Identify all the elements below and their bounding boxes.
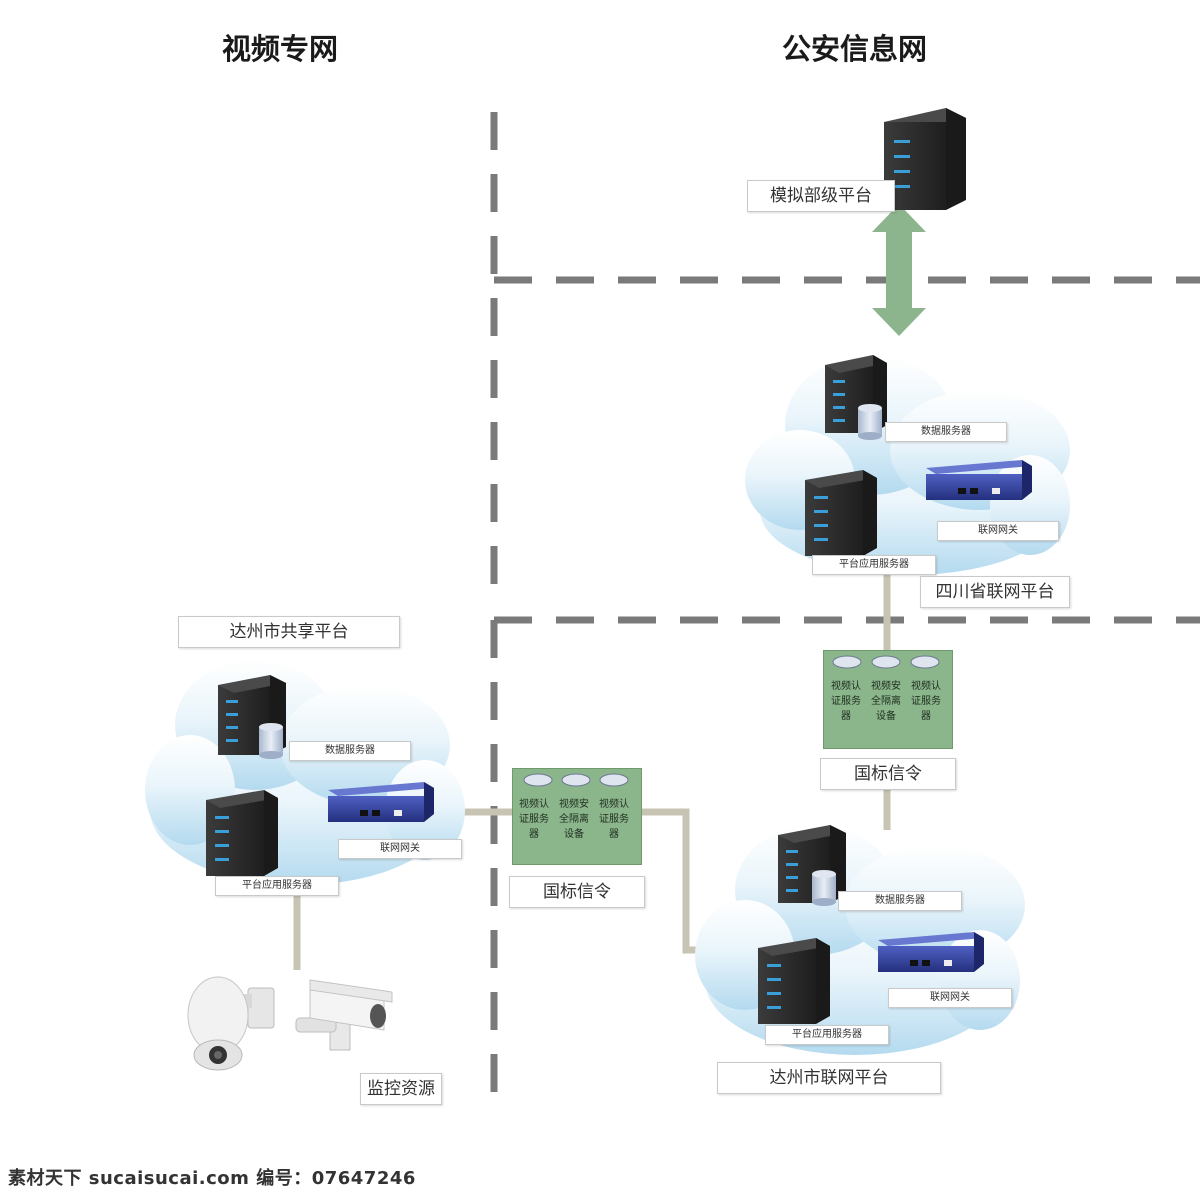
- gateway-net: [878, 932, 984, 972]
- dazhou-net-platform-label: 达州市联网平台: [717, 1062, 941, 1094]
- server-sichuan-app: [805, 470, 877, 556]
- net-gateway-label: 联网网关: [888, 988, 1012, 1008]
- panel-right-col-3: 视频认证服务器: [911, 681, 941, 722]
- dome-camera-icon: [187, 976, 275, 1071]
- panel-left-col-2: 视频安全隔离设备: [559, 799, 589, 840]
- server-net-app: [758, 938, 830, 1024]
- server-net-data: [778, 825, 846, 906]
- gateway-share: [328, 782, 434, 822]
- server-sichuan-data: [825, 355, 887, 440]
- share-app-server-label: 平台应用服务器: [215, 876, 339, 896]
- server-share-app: [206, 790, 278, 876]
- server-share-data: [218, 675, 286, 759]
- sichuan-app-server-label: 平台应用服务器: [812, 555, 936, 575]
- signal-label-right: 国标信令: [820, 758, 956, 790]
- sichuan-platform-label: 四川省联网平台: [920, 576, 1070, 608]
- monitoring-resources-label: 监控资源: [360, 1073, 442, 1105]
- bullet-camera-icon: [295, 979, 393, 1051]
- panel-right-col-1: 视频认证服务器: [831, 681, 861, 722]
- watermark-text: 素材天下 sucaisucai.com 编号：07647246: [8, 1168, 416, 1189]
- sichuan-gateway-label: 联网网关: [937, 521, 1059, 541]
- ministry-platform-label: 模拟部级平台: [747, 180, 895, 212]
- gateway-sichuan: [926, 460, 1032, 500]
- panel-left-col-1: 视频认证服务器: [519, 799, 549, 840]
- signal-label-left: 国标信令: [509, 876, 645, 908]
- dazhou-share-platform-label: 达州市共享平台: [178, 616, 400, 648]
- zone-title-police-net: 公安信息网: [782, 32, 928, 66]
- panel-left-col-3: 视频认证服务器: [599, 799, 629, 840]
- zone-title-video-net: 视频专网: [222, 32, 339, 66]
- double-arrow: [872, 204, 926, 336]
- panel-right-col-2: 视频安全隔离设备: [871, 681, 901, 722]
- sichuan-data-server-label: 数据服务器: [885, 422, 1007, 442]
- zone-boundaries: [490, 112, 1200, 1115]
- share-gateway-label: 联网网关: [338, 839, 462, 859]
- server-ministry: [884, 108, 966, 210]
- net-app-server-label: 平台应用服务器: [765, 1025, 889, 1045]
- share-data-server-label: 数据服务器: [289, 741, 411, 761]
- net-data-server-label: 数据服务器: [838, 891, 962, 911]
